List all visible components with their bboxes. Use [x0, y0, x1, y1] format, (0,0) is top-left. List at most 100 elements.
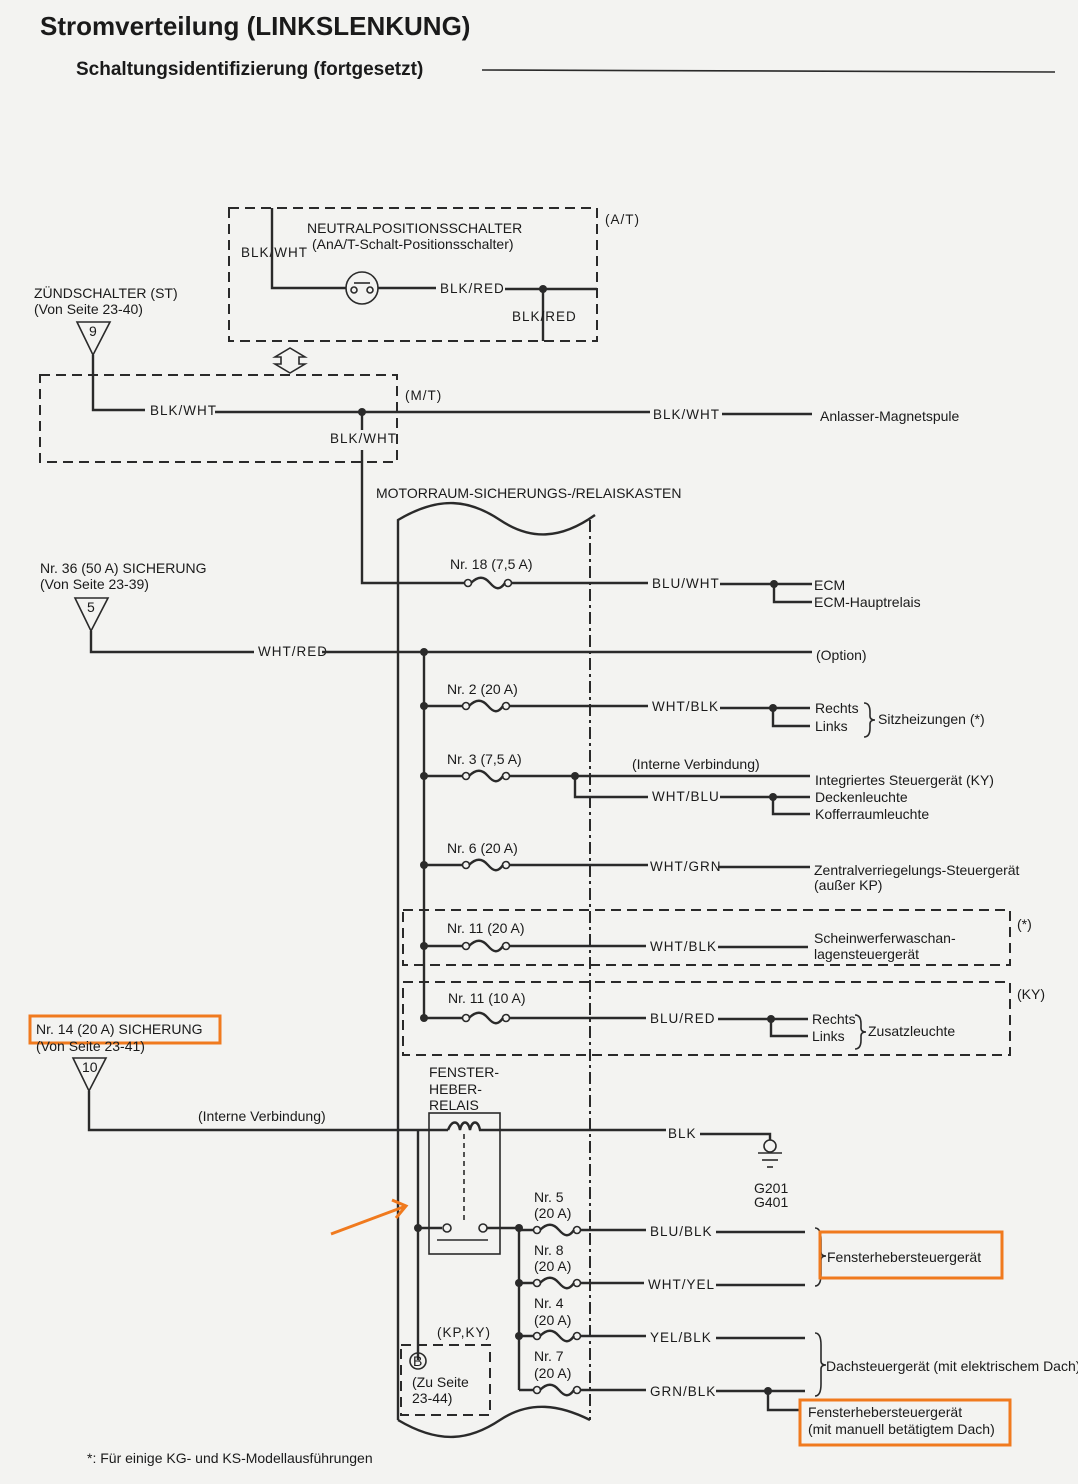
highlight-box: [798, 1398, 1012, 1447]
svg-text:WHT/YEL: WHT/YEL: [648, 1277, 715, 1292]
svg-text:Nr. 2 (20 A): Nr. 2 (20 A): [447, 681, 518, 697]
svg-text:BLK: BLK: [668, 1126, 697, 1141]
page-title: Stromverteilung (LINKSLENKUNG): [40, 11, 470, 41]
svg-text:WHT/GRN: WHT/GRN: [650, 859, 722, 874]
neutral-switch-section: (A/T) NEUTRALPOSITIONSSCHALTER (AnA/T-Sc…: [228, 207, 640, 374]
window-fuse-nr4: Nr. 4(20 A) YEL/BLK: [515, 1295, 805, 1345]
svg-text:BLK/WHT: BLK/WHT: [330, 431, 397, 446]
svg-text:(20 A): (20 A): [534, 1205, 571, 1221]
circuit-nr11-20a: (*) Nr. 11 (20 A) WHT/BLK Scheinwerferwa…: [402, 909, 1032, 966]
svg-text:Zentralverriegelungs-Steuerger: Zentralverriegelungs-Steuergerät: [814, 862, 1020, 878]
connector-b: (KP,KY) B (Zu Seite 23-44): [400, 1325, 491, 1416]
svg-text:23-44): 23-44): [412, 1390, 452, 1406]
target-label: Anlasser-Magnetspule: [820, 408, 960, 424]
svg-text:Integriertes Steuergerät (KY): Integriertes Steuergerät (KY): [815, 772, 994, 788]
svg-text:(Zu Seite: (Zu Seite: [412, 1374, 469, 1390]
svg-text:YEL/BLK: YEL/BLK: [650, 1330, 712, 1345]
ground-icon: [763, 1139, 777, 1153]
variant-box: [402, 909, 1011, 966]
svg-text:Nr. 11 (10 A): Nr. 11 (10 A): [448, 990, 526, 1006]
circuit-nr6: Nr. 6 (20 A) WHT/GRN Zentralverriegelung…: [420, 840, 1020, 893]
svg-text:Rechts: Rechts: [815, 700, 859, 716]
fusebox-outline: [396, 501, 596, 1420]
svg-text:WHT/BLU: WHT/BLU: [652, 789, 720, 804]
svg-text:Kofferraumleuchte: Kofferraumleuchte: [815, 806, 929, 822]
source-label: ZÜNDSCHALTER (ST): [34, 284, 178, 301]
variant-label: (A/T): [605, 212, 640, 227]
page-subtitle: Schaltungsidentifizierung (fortgesetzt): [76, 59, 423, 80]
fuse-icon: [461, 860, 471, 870]
svg-text:Fensterhebersteuergerät: Fensterhebersteuergerät: [827, 1249, 981, 1265]
svg-text:Nr. 18 (7,5 A): Nr. 18 (7,5 A): [450, 556, 532, 572]
svg-text:(20 A): (20 A): [534, 1365, 571, 1381]
circuit-nr3: Nr. 3 (7,5 A) (Interne Verbindung) WHT/B…: [420, 751, 994, 822]
svg-text:G401: G401: [754, 1194, 788, 1210]
ignition-section: ZÜNDSCHALTER (ST) (Von Seite 23-40) 9 (M…: [34, 284, 960, 585]
wire-label: BLK/WHT: [241, 245, 308, 260]
svg-text:Nr. 11 (20 A): Nr. 11 (20 A): [447, 920, 525, 936]
svg-text:Deckenleuchte: Deckenleuchte: [815, 789, 908, 805]
svg-text:Links: Links: [812, 1028, 845, 1044]
svg-text:(20 A): (20 A): [534, 1312, 571, 1328]
svg-text:(außer KP): (außer KP): [814, 877, 882, 893]
source-ref: (Von Seite 23-40): [34, 301, 143, 317]
window-fuse-nr8: Nr. 8(20 A) WHT/YEL: [515, 1242, 805, 1292]
window-targets: Fensterhebersteuergerät Dachsteuergerät …: [798, 1227, 1078, 1447]
variant-box: [402, 981, 1011, 1056]
svg-text:Nr. 7: Nr. 7: [534, 1348, 564, 1364]
svg-text:Nr. 4: Nr. 4: [534, 1295, 564, 1311]
header-rule: [481, 69, 1056, 73]
svg-text:BLU/WHT: BLU/WHT: [652, 576, 720, 591]
svg-text:Scheinwerferwaschan-: Scheinwerferwaschan-: [814, 930, 956, 946]
svg-text:(KP,KY): (KP,KY): [437, 1325, 491, 1340]
svg-text:BLK/WHT: BLK/WHT: [653, 407, 720, 422]
svg-text:WHT/BLK: WHT/BLK: [652, 699, 719, 714]
highlight-box: [818, 1230, 1004, 1280]
circuit-nr11-10a: (KY) Nr. 11 (10 A) BLU/RED Rechts Links …: [402, 981, 1045, 1056]
fuse-icon: [532, 1278, 542, 1288]
svg-text:Rechts: Rechts: [812, 1011, 856, 1027]
svg-text:RELAIS: RELAIS: [429, 1097, 479, 1113]
svg-text:B: B: [413, 1353, 422, 1369]
svg-text:(*): (*): [1017, 916, 1032, 932]
circuit-nr2: Nr. 2 (20 A) WHT/BLK Rechts Links Sitzhe…: [420, 681, 985, 738]
fuse-icon: [461, 1013, 471, 1023]
brace: [854, 1014, 867, 1050]
component-label: NEUTRALPOSITIONSSCHALTER: [307, 220, 522, 236]
brace: [814, 1332, 827, 1397]
svg-text:Sitzheizungen (*): Sitzheizungen (*): [878, 711, 985, 727]
svg-text:(Option): (Option): [816, 647, 867, 663]
svg-text:(Von Seite 23-39): (Von Seite 23-39): [40, 576, 149, 592]
svg-text:Dachsteuergerät (mit elektrisc: Dachsteuergerät (mit elektrischem Dach): [826, 1358, 1078, 1374]
at-variant-box: [228, 207, 598, 342]
fuse-icon: [532, 1331, 542, 1341]
svg-text:(M/T): (M/T): [405, 388, 442, 403]
svg-text:G201: G201: [754, 1180, 788, 1196]
terminal-triangle-icon: [71, 1057, 108, 1093]
fuse14-section: Nr. 14 (20 A) SICHERUNG (Von Seite 23-41…: [28, 1014, 788, 1210]
svg-text:BLK/WHT: BLK/WHT: [150, 403, 217, 418]
wire-label: BLK/RED: [440, 281, 505, 296]
svg-text:(Interne Verbindung): (Interne Verbindung): [198, 1108, 326, 1124]
svg-text:9: 9: [89, 323, 97, 339]
fuse-icon: [461, 941, 471, 951]
svg-text:WHT/RED: WHT/RED: [258, 644, 328, 659]
terminal-triangle-icon: [75, 321, 112, 357]
svg-text:Zusatzleuchte: Zusatzleuchte: [868, 1023, 955, 1039]
circuit-nr18: Nr. 18 (7,5 A) BLU/WHT ECM ECM-Hauptrela…: [450, 556, 921, 610]
svg-text:BLU/BLK: BLU/BLK: [650, 1224, 713, 1239]
svg-text:GRN/BLK: GRN/BLK: [650, 1384, 716, 1399]
svg-text:lagensteuergerät: lagensteuergerät: [814, 946, 919, 962]
fusebox-label: MOTORRAUM-SICHERUNGS-/RELAISKASTEN: [376, 485, 681, 501]
svg-text:WHT/BLK: WHT/BLK: [650, 939, 717, 954]
svg-text:(KY): (KY): [1017, 986, 1045, 1002]
brace: [863, 702, 876, 738]
relay-contact-icon: [442, 1223, 452, 1233]
relay-coil-icon: [446, 1121, 666, 1132]
svg-text:ECM: ECM: [814, 577, 845, 593]
svg-text:Nr. 36 (50 A) SICHERUNG: Nr. 36 (50 A) SICHERUNG: [40, 560, 207, 576]
window-fuse-nr5: Nr. 5(20 A) BLU/BLK: [519, 1189, 805, 1239]
svg-text:10: 10: [82, 1059, 98, 1075]
svg-text:Nr. 5: Nr. 5: [534, 1189, 564, 1205]
